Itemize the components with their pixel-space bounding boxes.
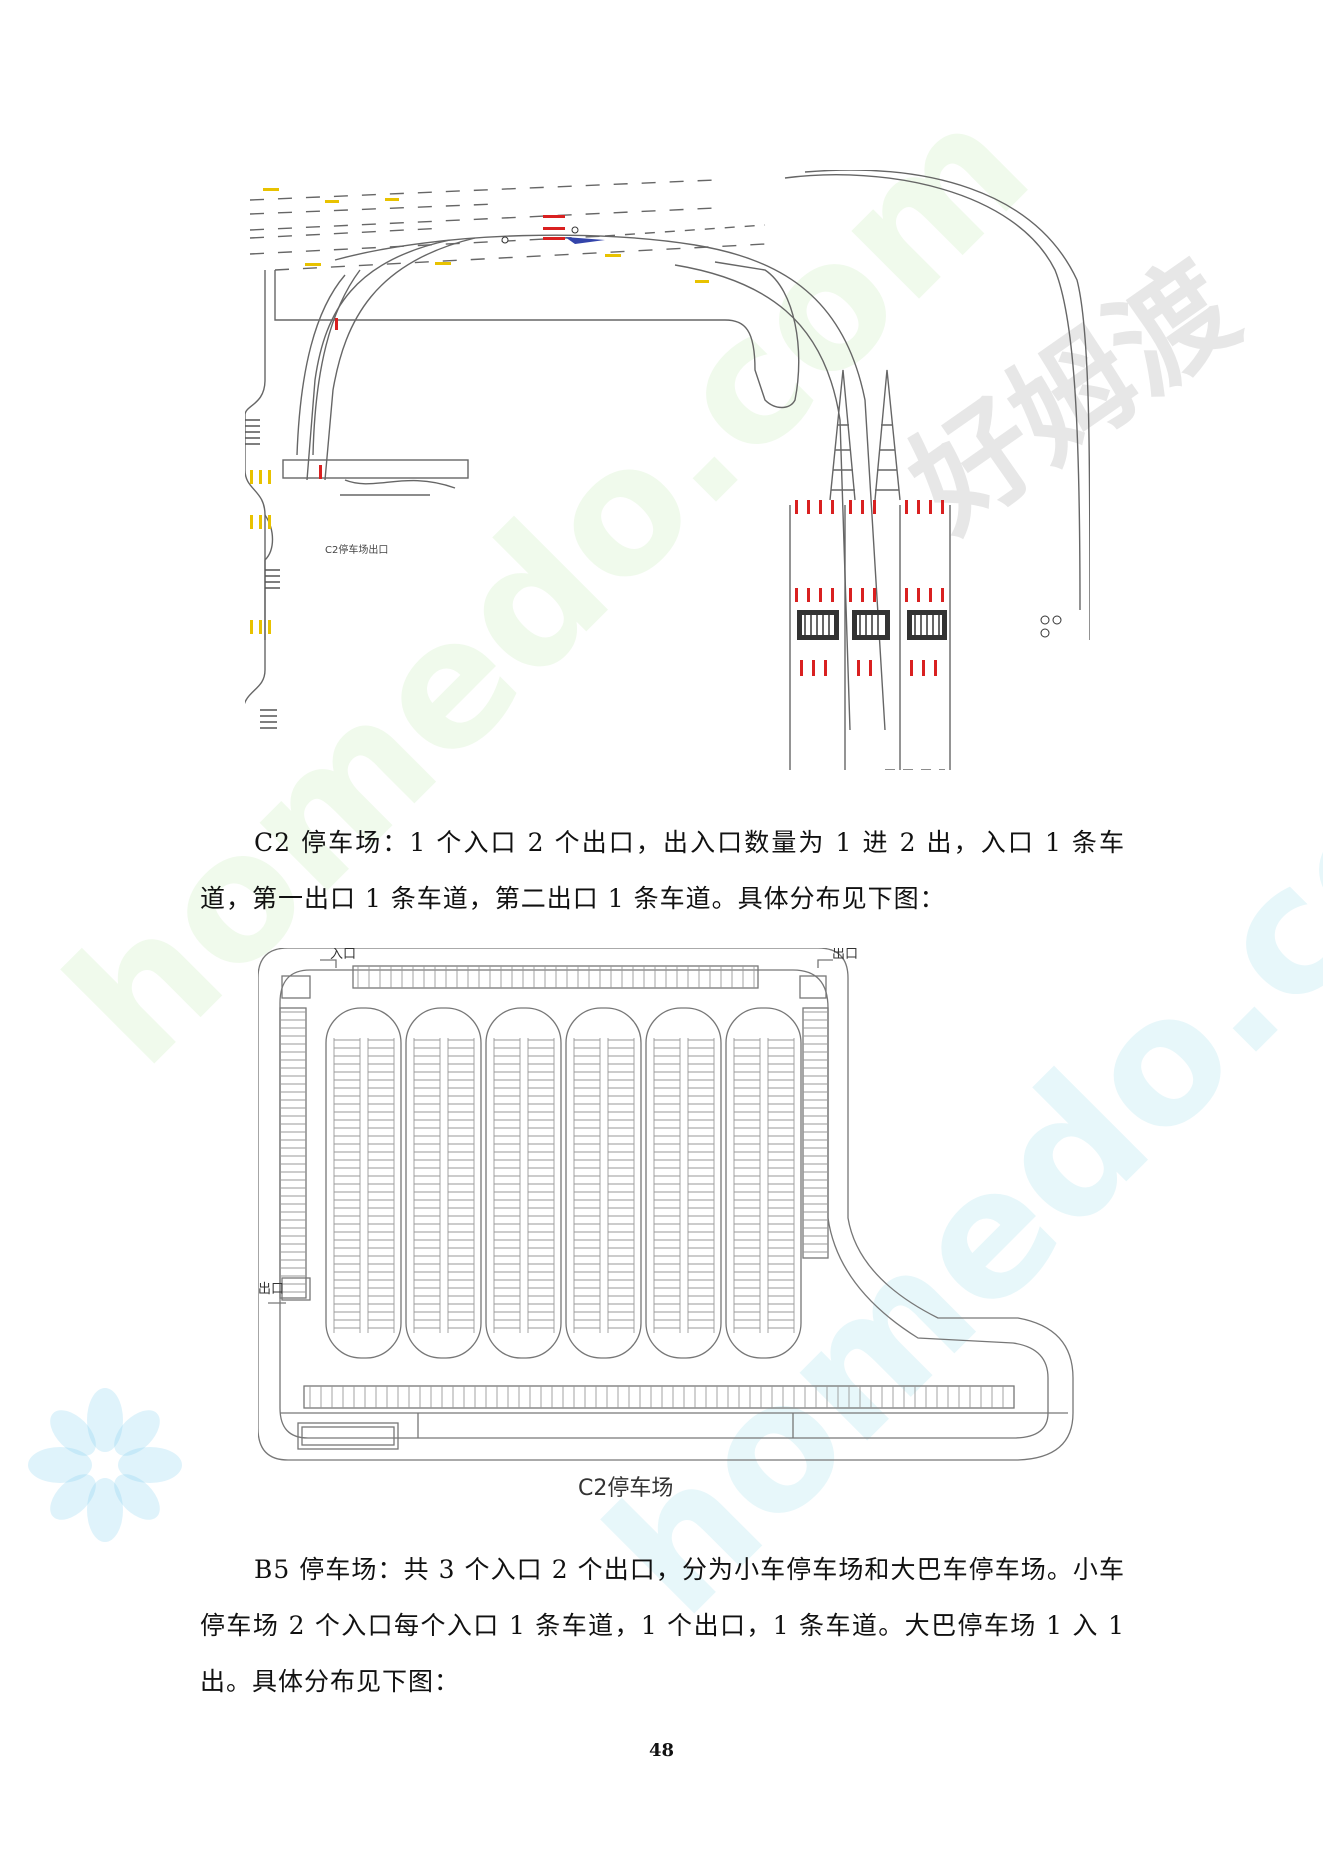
page-number: 48 (648, 1740, 675, 1761)
c2-entrance-label: 入口 (330, 948, 356, 962)
c2-exit-top-label: 出口 (832, 948, 858, 962)
c2-plan-caption: C2停车场 (578, 1476, 673, 1501)
road-diagram-label: C2停车场出口 (325, 543, 388, 556)
paragraph-c2-text: C2 停车场：1 个入口 2 个出口，出入口数量为 1 进 2 出，入口 1 条… (200, 828, 1125, 913)
paragraph-c2-description: C2 停车场：1 个入口 2 个出口，出入口数量为 1 进 2 出，入口 1 条… (200, 815, 1125, 927)
c2-exit-left-label: 出口 (258, 1282, 284, 1297)
watermark-flower-icon (28, 1388, 182, 1542)
road-layout-diagram: C2停车场出口 (245, 170, 1090, 770)
paragraph-b5-description: B5 停车场：共 3 个入口 2 个出口，分为小车停车场和大巴车停车场。小车停车… (200, 1542, 1125, 1710)
parking-stall-lines (280, 966, 1004, 1408)
paragraph-b5-text: B5 停车场：共 3 个入口 2 个出口，分为小车停车场和大巴车停车场。小车停车… (200, 1555, 1125, 1696)
c2-parking-plan: 入口 出口 出口 C2停车场 (258, 948, 1074, 1501)
